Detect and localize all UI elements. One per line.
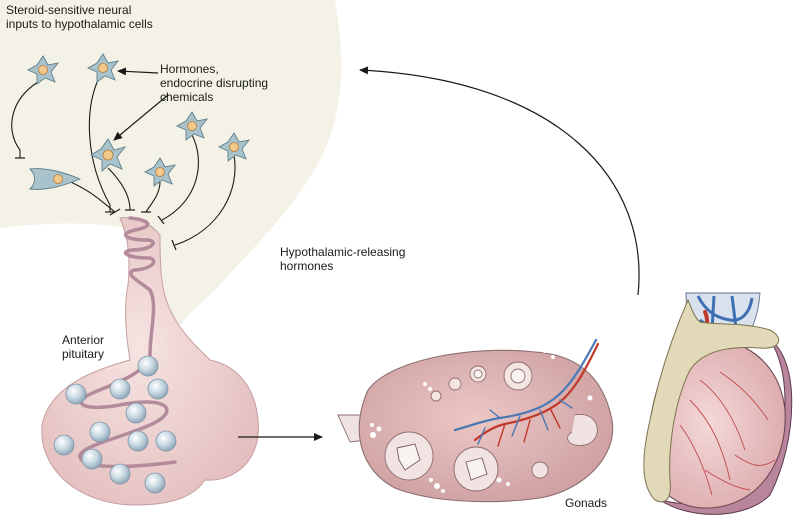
hypothalamus-region <box>0 0 342 325</box>
steroid-inputs-label: Steroid-sensitive neural inputs to hypot… <box>6 3 153 31</box>
neuron <box>90 138 127 172</box>
steroid-inputs-line-1: Steroid-sensitive neural <box>6 3 132 17</box>
releasing-hormones-line-1: Hypothalamic-releasing <box>280 245 406 259</box>
ovary <box>337 338 614 503</box>
neuron <box>86 53 120 83</box>
feedback-arrow <box>359 66 640 296</box>
testis <box>643 292 793 515</box>
hormones-line-1: Hormones, <box>160 62 219 76</box>
neuron <box>175 111 209 141</box>
neuron <box>26 55 60 85</box>
releasing-hormones-label: Hypothalamic-releasing hormones <box>280 245 405 273</box>
portal-vessel <box>78 216 177 469</box>
gonads-label: Gonads <box>565 496 607 510</box>
anterior-pituitary-line-2: pituitary <box>62 347 105 361</box>
hormones-label: Hormones, endocrine disrupting chemicals <box>160 62 268 104</box>
steroid-inputs-line-2: inputs to hypothalamic cells <box>6 17 153 31</box>
hormones-arrow-lower <box>113 94 169 141</box>
anterior-pituitary-label: Anterior pituitary <box>62 333 104 361</box>
hormones-line-3: chemicals <box>160 90 214 104</box>
neuron <box>217 132 251 162</box>
anterior-pituitary-line-1: Anterior <box>62 333 105 347</box>
hormones-arrow-upper <box>117 67 159 76</box>
bipolar-neuron <box>29 168 82 190</box>
hormones-line-2: endocrine disrupting <box>160 76 269 90</box>
gonads-text: Gonads <box>565 496 608 510</box>
axon-terminals <box>15 157 177 251</box>
neuron <box>143 157 177 187</box>
pituitary-cells <box>53 355 177 494</box>
neuron-axons <box>11 79 236 246</box>
releasing-hormones-line-2: hormones <box>280 259 334 273</box>
hypothalamic-neurons <box>26 53 251 190</box>
